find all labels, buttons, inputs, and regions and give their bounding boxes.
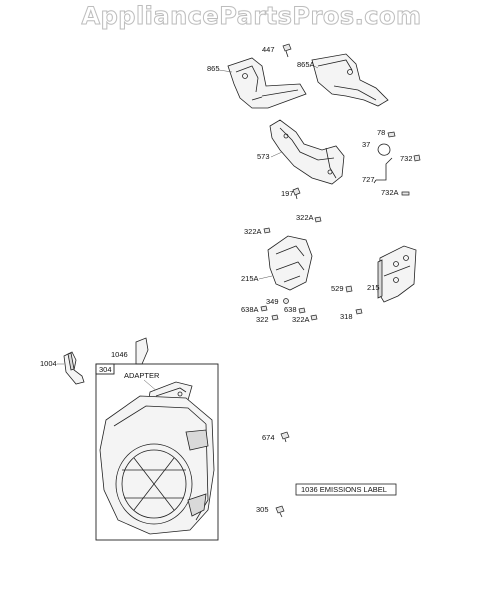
- part-865-shroud[interactable]: [227, 57, 307, 109]
- part-727-governor-link[interactable]: [373, 157, 393, 184]
- part-638A-nut[interactable]: [260, 305, 268, 312]
- label-638: 638: [284, 305, 297, 314]
- kit-304-box: [95, 363, 219, 541]
- part-447-screw[interactable]: [282, 43, 292, 58]
- watermark-logo: AppliancePartsPros.com: [81, 2, 422, 31]
- part-638-nut[interactable]: [298, 307, 306, 314]
- part-573-air-guide[interactable]: [269, 119, 345, 185]
- part-674-screw[interactable]: [280, 431, 290, 443]
- label-732A: 732A: [381, 188, 399, 197]
- leader-215A: [258, 275, 273, 280]
- leader-865: [218, 69, 233, 73]
- label-447: 447: [262, 45, 275, 54]
- label-1004: 1004: [40, 359, 57, 368]
- label-732: 732: [400, 154, 413, 163]
- label-349: 349: [266, 297, 279, 306]
- part-1046-deflector[interactable]: [135, 337, 149, 365]
- label-573: 573: [257, 152, 270, 161]
- label-37: 37: [362, 140, 370, 149]
- part-529-nut[interactable]: [345, 285, 353, 293]
- part-78-clip[interactable]: [387, 131, 396, 138]
- leader-573: [270, 151, 283, 158]
- part-215-baffle[interactable]: [377, 245, 417, 303]
- label-1036-emissions: 1036 EMISSIONS LABEL: [301, 485, 387, 494]
- part-349-washer[interactable]: [283, 298, 289, 304]
- label-322A-left: 322A: [244, 227, 262, 236]
- part-732-spring[interactable]: [413, 154, 421, 162]
- label-865: 865: [207, 64, 220, 73]
- part-322A-screw-left[interactable]: [263, 227, 271, 234]
- label-305: 305: [256, 505, 269, 514]
- label-322A-top: 322A: [296, 213, 314, 222]
- part-1004-bracket[interactable]: [63, 351, 85, 385]
- part-215A-cylinder-shield[interactable]: [267, 235, 313, 291]
- label-78: 78: [377, 128, 385, 137]
- label-674: 674: [262, 433, 275, 442]
- label-638A: 638A: [241, 305, 259, 314]
- part-304-blower-housing[interactable]: [99, 395, 215, 535]
- part-1036-emissions-label[interactable]: [295, 483, 397, 496]
- part-37-link[interactable]: [377, 143, 391, 156]
- label-727: 727: [362, 175, 375, 184]
- part-318-screw[interactable]: [355, 308, 363, 315]
- part-865A-shroud[interactable]: [311, 53, 389, 107]
- label-215A: 215A: [241, 274, 259, 283]
- label-322A-bottom: 322A: [292, 315, 310, 324]
- label-322: 322: [256, 315, 269, 324]
- part-322A-screw-top[interactable]: [314, 216, 322, 223]
- part-322-screw[interactable]: [271, 314, 279, 321]
- part-322A-screw-bottom[interactable]: [310, 314, 318, 321]
- label-215: 215: [367, 283, 380, 292]
- label-865A: 865A: [297, 60, 315, 69]
- part-305-screw[interactable]: [275, 505, 285, 518]
- label-adapter: ADAPTER: [124, 371, 160, 380]
- leader-865A: [313, 65, 319, 69]
- label-197: 197: [281, 189, 294, 198]
- label-1046: 1046: [111, 350, 128, 359]
- part-732A-spring[interactable]: [401, 191, 410, 196]
- label-304: 304: [99, 365, 112, 374]
- label-529: 529: [331, 284, 344, 293]
- part-197-screw[interactable]: [292, 187, 301, 200]
- label-318: 318: [340, 312, 353, 321]
